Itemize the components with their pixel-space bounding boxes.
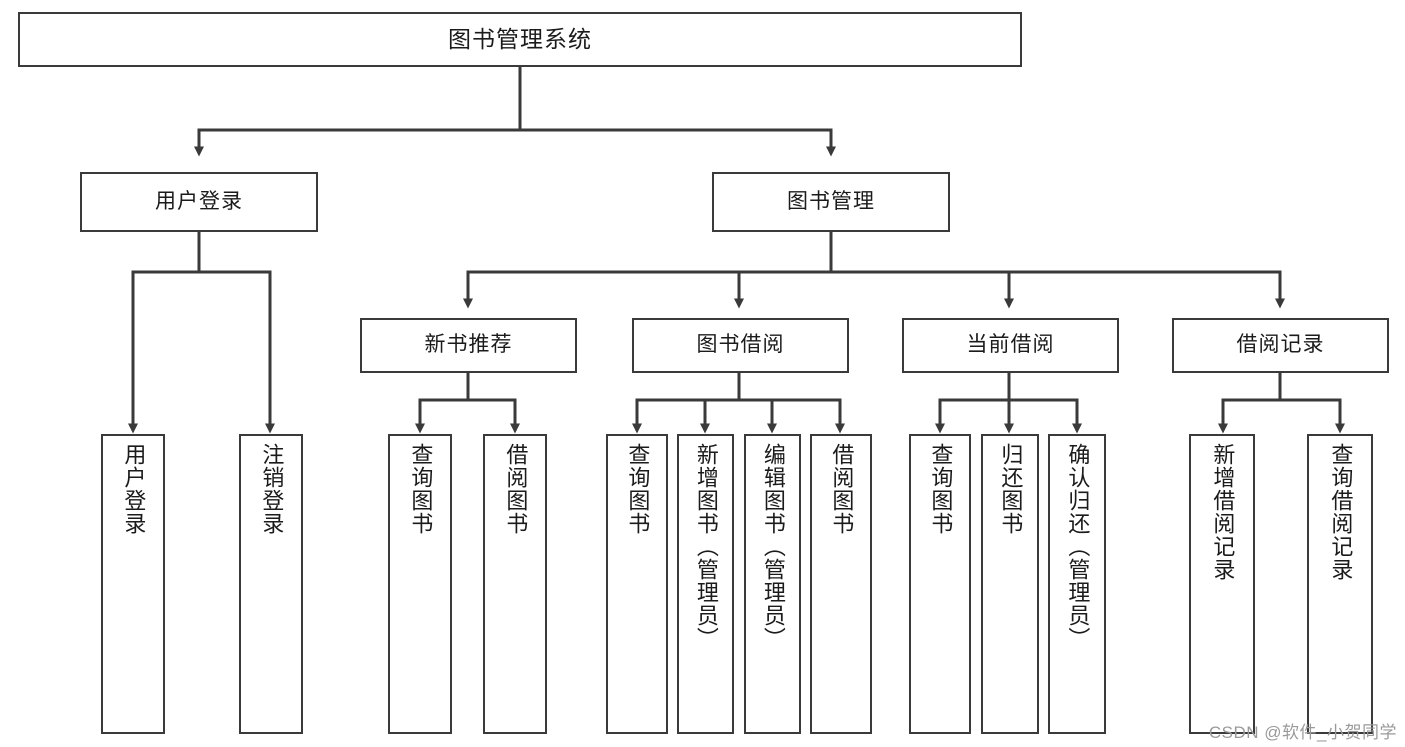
leaf-borrow-book-newbook[interactable]: 借阅图书: [483, 434, 547, 734]
node-book-borrow[interactable]: 图书借阅: [632, 318, 849, 373]
leaf-query-book-current-label: 查询图书: [928, 443, 954, 535]
node-borrow-record-label: 借阅记录: [1236, 333, 1325, 357]
node-new-book-recommend-label: 新书推荐: [424, 333, 513, 357]
node-book-management-label: 图书管理: [787, 189, 875, 213]
leaf-add-book-admin-label: 新增图书（管理员）: [693, 443, 719, 650]
node-book-borrow-label: 图书借阅: [696, 333, 785, 357]
leaf-borrow-book-newbook-label: 借阅图书: [503, 443, 529, 535]
node-borrow-record[interactable]: 借阅记录: [1172, 318, 1389, 373]
leaf-query-book-newbook[interactable]: 查询图书: [388, 434, 452, 734]
node-user-login-label: 用户登录: [155, 189, 243, 213]
leaf-confirm-return-admin[interactable]: 确认归还（管理员）: [1048, 434, 1106, 734]
leaf-user-login-label: 用户登录: [121, 443, 147, 535]
leaf-return-book[interactable]: 归还图书: [981, 434, 1039, 734]
leaf-return-book-label: 归还图书: [998, 443, 1024, 535]
leaf-query-book-current[interactable]: 查询图书: [909, 434, 971, 734]
leaf-logout[interactable]: 注销登录: [239, 434, 303, 734]
leaf-confirm-return-admin-label: 确认归还（管理员）: [1065, 443, 1091, 650]
leaf-query-book-borrow-label: 查询图书: [625, 443, 651, 535]
leaf-query-borrow-record-label: 查询借阅记录: [1328, 443, 1354, 581]
leaf-borrow-book-borrow[interactable]: 借阅图书: [810, 434, 872, 734]
node-new-book-recommend[interactable]: 新书推荐: [360, 318, 577, 373]
leaf-add-borrow-record-label: 新增借阅记录: [1210, 443, 1236, 581]
leaf-add-book-admin[interactable]: 新增图书（管理员）: [677, 434, 734, 734]
leaf-query-borrow-record[interactable]: 查询借阅记录: [1307, 434, 1373, 734]
node-root-label: 图书管理系统: [448, 25, 592, 52]
leaf-query-book-borrow[interactable]: 查询图书: [606, 434, 668, 734]
leaf-edit-book-admin-label: 编辑图书（管理员）: [760, 443, 786, 650]
leaf-add-borrow-record[interactable]: 新增借阅记录: [1189, 434, 1255, 734]
node-current-borrow-label: 当前借阅: [966, 333, 1055, 357]
csdn-watermark: CSDN @软件_小贺同学: [1208, 723, 1397, 742]
leaf-borrow-book-borrow-label: 借阅图书: [829, 443, 855, 535]
node-user-login[interactable]: 用户登录: [80, 172, 318, 232]
node-book-management[interactable]: 图书管理: [712, 172, 950, 232]
node-current-borrow[interactable]: 当前借阅: [902, 318, 1119, 373]
leaf-user-login[interactable]: 用户登录: [101, 434, 165, 734]
leaf-logout-label: 注销登录: [259, 443, 285, 535]
leaf-edit-book-admin[interactable]: 编辑图书（管理员）: [744, 434, 801, 734]
leaf-query-book-newbook-label: 查询图书: [408, 443, 434, 535]
node-root-book-management-system[interactable]: 图书管理系统: [18, 12, 1022, 67]
